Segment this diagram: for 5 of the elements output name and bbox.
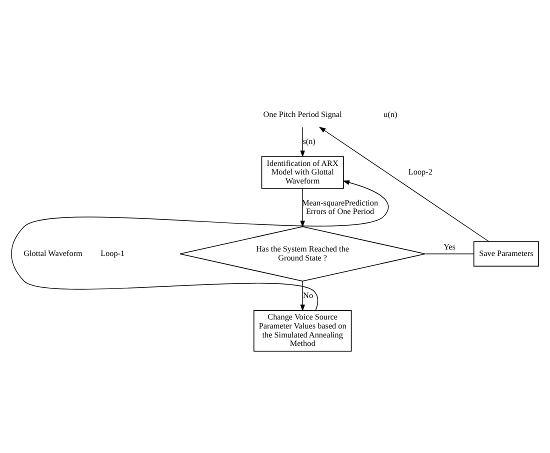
arrow	[300, 280, 305, 311]
connector	[425, 253, 474, 254]
arrow	[318, 126, 490, 242]
arrow	[300, 126, 305, 157]
arrow	[11, 180, 389, 310]
